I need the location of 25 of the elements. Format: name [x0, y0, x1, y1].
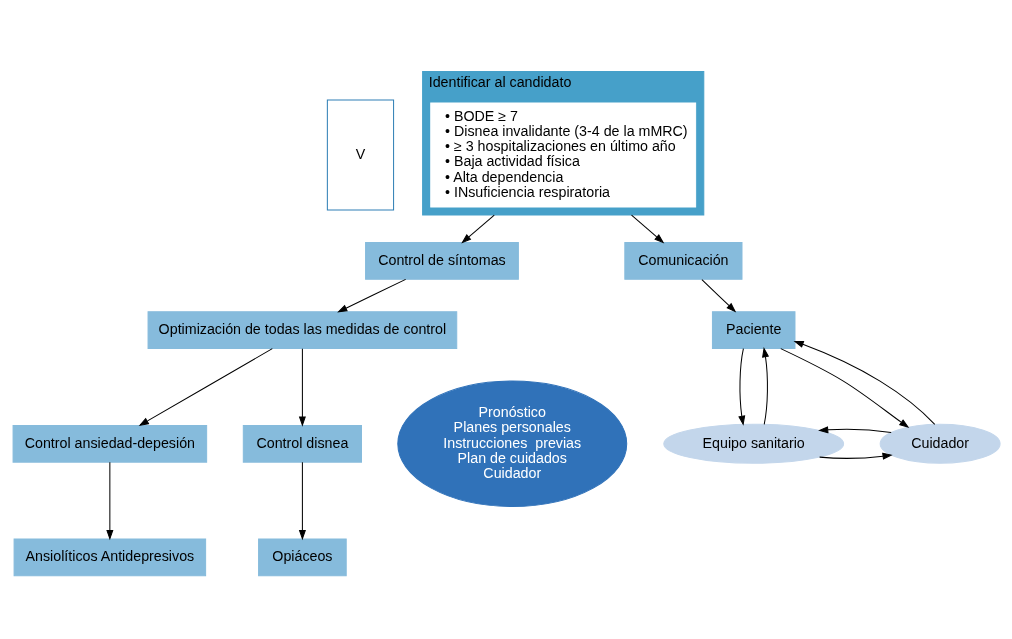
node-box: Opiáceos: [257, 538, 347, 577]
arrow: [793, 340, 935, 425]
arrow: [779, 348, 909, 428]
node-box: V: [326, 99, 394, 211]
arrow: [138, 348, 273, 427]
node-box: Control ansiedad-depesión: [12, 424, 207, 463]
arrow: [630, 214, 664, 244]
arrow: [460, 214, 495, 244]
arrow: [105, 461, 113, 541]
node-box: Ansiolíticos Antidepresivos: [13, 538, 206, 577]
node-box: • BODE ≥ 7 • Disnea invalidante (3-4 de la mMRC) • ≥ 3 hospitalizaciones en último año • Baja actividad física • Alta dependencia • INsuficiencia respiratoria: [429, 102, 696, 208]
node-ellipse: Pronóstico Planes personales Instrucciones previas Plan de cuidados Cuidador: [396, 380, 627, 507]
arrow: [298, 461, 306, 541]
arrow: [817, 426, 892, 434]
node-box: Comunicación: [623, 242, 742, 280]
node-box: Control de síntomas: [364, 242, 519, 280]
arrow: [700, 279, 736, 313]
arrow: [737, 348, 745, 426]
arrow: [818, 452, 893, 460]
arrow: [336, 278, 406, 313]
node-box: Optimización de todas las medidas de control: [147, 311, 457, 349]
node-box: Control disnea: [242, 424, 362, 463]
arrow: [298, 348, 306, 427]
node-box: Paciente: [711, 311, 795, 349]
arrow: [761, 347, 769, 425]
